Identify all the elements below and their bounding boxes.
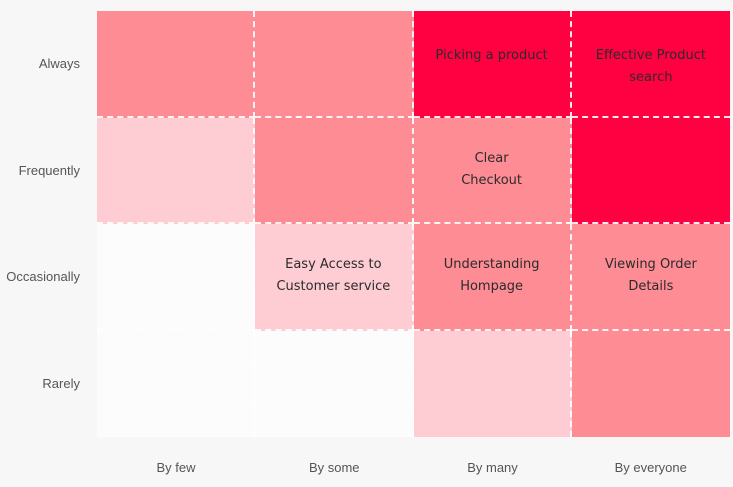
y-tick-label: Occasionally [6, 269, 80, 285]
heatmap-cell: Clear Checkout [413, 117, 572, 224]
x-tick-label: By many [467, 460, 518, 475]
heatmap-cell [571, 330, 730, 437]
heatmap-cell: Understanding Hompage [413, 224, 572, 331]
heatmap-cell: Viewing Order Details [571, 224, 730, 331]
cell-label: Viewing Order Details [604, 257, 697, 295]
heatmap-cell [255, 330, 414, 437]
heatmap-cell [413, 330, 572, 437]
cell-label: Picking a product [435, 48, 548, 63]
x-tick-label: By everyone [614, 460, 687, 475]
heatmap-cell [97, 224, 256, 331]
cell-label: Easy Access to Customer service [276, 257, 391, 295]
heatmap-cell: Easy Access to Customer service [255, 224, 414, 331]
x-tick-label: By some [308, 460, 360, 475]
x-tick-label: By few [156, 460, 196, 475]
y-tick-label: Always [38, 56, 80, 72]
heatmap-cell [255, 11, 414, 118]
cell-label: Understanding Hompage [443, 257, 540, 295]
heatmap-cell [571, 117, 730, 224]
heatmap-cell [255, 117, 414, 224]
heatmap-cell [97, 11, 256, 118]
heatmap-grid: Picking a product Effective Product searc… [97, 11, 730, 437]
y-tick-label: Rarely [42, 375, 80, 391]
cell-label: Clear Checkout [461, 150, 523, 188]
heatmap-cell [97, 117, 256, 224]
heatmap-cell: Effective Product search [571, 11, 730, 118]
heatmap-cell [97, 330, 256, 437]
cell-label: Effective Product search [595, 48, 706, 85]
heatmap-cell: Picking a product [413, 11, 572, 118]
y-tick-label: Frequently [18, 162, 80, 178]
